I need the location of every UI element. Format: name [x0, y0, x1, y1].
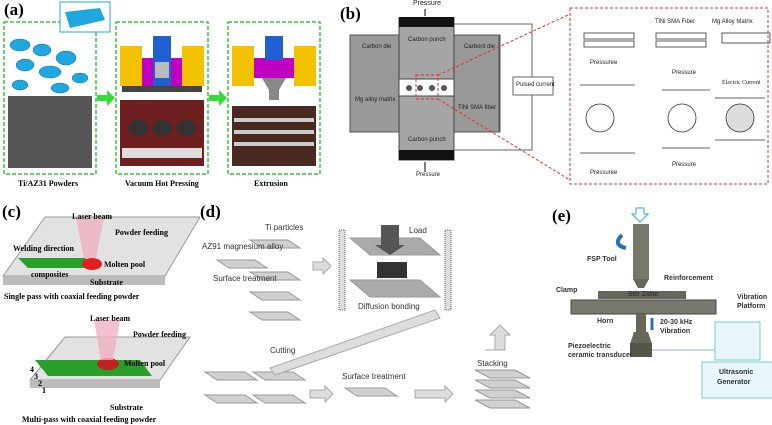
laser-beam-2: Laser beam: [90, 314, 131, 323]
panel-d-drawing: [203, 225, 531, 409]
panel-e-label: (e): [552, 206, 571, 225]
composites: composites: [31, 270, 69, 279]
vibration-platform-line2: Platform: [737, 303, 766, 310]
carbon-punch-bottom: Carbon punch: [408, 137, 446, 143]
detail-pressure-2-top: Pressure: [672, 70, 697, 76]
panel-c-drawing: [2, 216, 200, 388]
detail-pressure-2-bottom: Pressure: [672, 162, 697, 168]
frequency-line1: 20-30 kHz: [660, 319, 693, 326]
load: Load: [409, 226, 427, 235]
powder-feeding-1: Powder feeding: [115, 228, 168, 237]
cutting: Cutting: [270, 346, 296, 355]
layer-1: 1: [42, 386, 46, 395]
caption-single-pass: Single pass with coaxial feeding powder: [4, 292, 140, 301]
detail-pressure-1-bottom: Pressuree: [590, 170, 618, 176]
step-extrusion: Extrusion: [254, 179, 288, 188]
mg-alloy-matrix: Mg alloy matrix: [355, 97, 396, 103]
stir-zone: Stir Zone: [628, 291, 659, 298]
powder-feeding-2: Powder feeding: [133, 330, 186, 339]
panel-e-drawing: [570, 207, 772, 399]
panel-a-label: (a): [4, 0, 24, 19]
molten-pool-2: Molten pool: [124, 359, 166, 368]
welding-direction: Welding direction: [13, 244, 74, 253]
pulsed-current: Pulsed current: [516, 82, 555, 88]
panel-b-drawing: [349, 7, 771, 185]
ti-particles: Ti particles: [265, 223, 304, 232]
laser-beam-1: Laser beam: [72, 212, 113, 221]
panel-d-label: (d): [200, 202, 221, 221]
az91-alloy: AZ91 magnesium alloy: [202, 242, 284, 251]
stacking: Stacking: [477, 359, 508, 368]
surface-treatment-2: Surface treatment: [342, 372, 406, 381]
layer-2: 2: [38, 379, 42, 388]
panel-a: (a) Ti/AZ31 Powders Vacuum Hot Pressing …: [0, 0, 335, 195]
carbon-punch-top: Carbon punch: [408, 37, 446, 43]
detail-electric-current: Electric Current: [722, 80, 761, 86]
frequency-line2: Vibration: [660, 328, 691, 335]
clamp: Clamp: [556, 287, 578, 294]
panel-a-drawing: [3, 1, 321, 175]
substrate-2: Substrate: [110, 403, 143, 412]
substrate-1: Substrate: [90, 278, 123, 287]
pressure-bottom: Pressure: [416, 172, 441, 178]
panel-b-label: (b): [340, 4, 361, 23]
transducer-line2: ceramic transducer: [568, 352, 633, 359]
generator-line2: Generator: [717, 379, 751, 386]
panel-c-label: (c): [2, 202, 21, 221]
detail-pressure-1-top: Pressuree: [590, 60, 618, 66]
carbon-die-left: Carbon die: [362, 44, 392, 50]
step-powders: Ti/AZ31 Powders: [18, 179, 79, 188]
fsp-tool: FSP Tool: [587, 256, 617, 263]
generator-line1: Ultrasonic: [719, 369, 754, 376]
carbon-die-right: Carbont die: [464, 44, 496, 50]
step-hot-pressing: Vacuum Hot Pressing: [125, 179, 199, 188]
layer-4: 4: [30, 365, 34, 374]
diffusion-bonding: Diffusion bonding: [358, 302, 420, 311]
panel-c: (c) Laser beam Powder feeding Welding di…: [0, 200, 200, 425]
vibration-platform-line1: Vibration: [737, 294, 768, 301]
reinforcement: Reinforcement: [664, 275, 714, 282]
tini-fiber: TiNi SMA fiber: [458, 105, 497, 111]
detail-tini-fiber: TiNi SMA Fiber: [655, 19, 696, 25]
transducer-line1: Piezoelectric: [568, 343, 611, 350]
layer-3: 3: [34, 372, 38, 381]
panel-e: (e) FSP Tool Reinforcement Clamp Stir Zo…: [540, 200, 772, 425]
horn: Horn: [597, 318, 614, 325]
caption-multi-pass: Multi-pass with coaxial feeding powder: [22, 415, 157, 424]
molten-pool-1: Molten pool: [104, 260, 146, 269]
surface-treatment-1: Surface treatment: [213, 274, 277, 283]
detail-mg-matrix: Mg Alloy Matrix: [712, 19, 753, 25]
panel-b: (b) Pressure Pressure Carbon die Carbont…: [340, 0, 772, 195]
pressure-top: Pressure: [413, 0, 442, 8]
panel-d: (d) Ti particles AZ91 magnesium alloy Su…: [195, 200, 545, 425]
